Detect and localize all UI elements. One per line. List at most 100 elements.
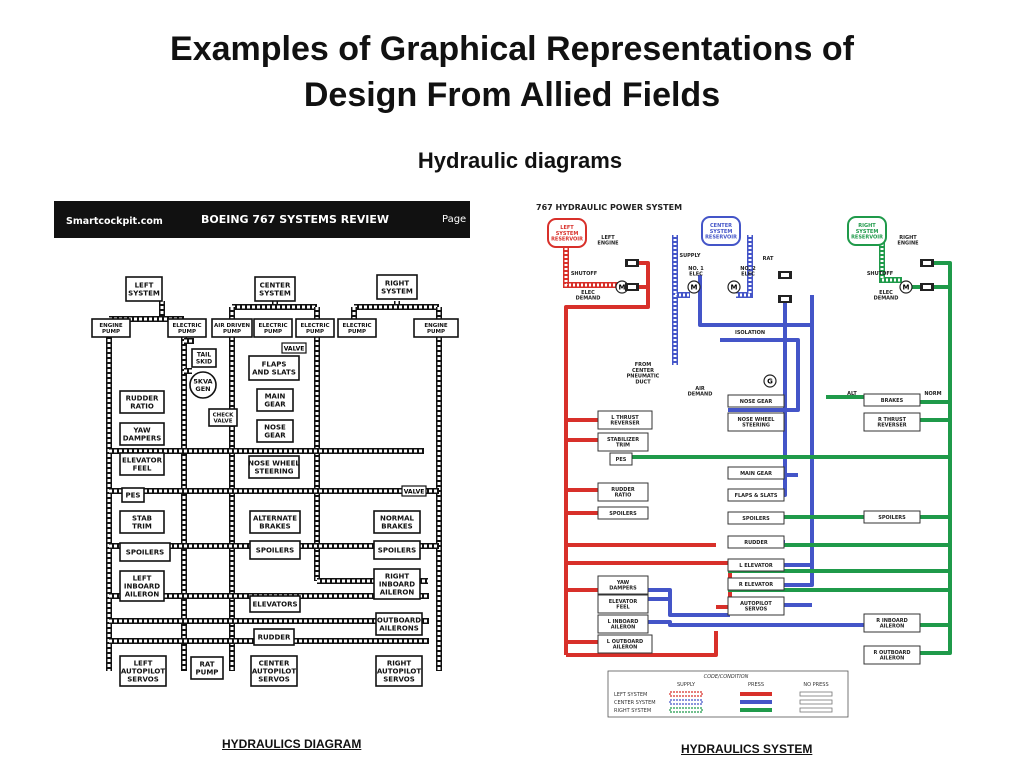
box-frame xyxy=(167,318,207,338)
box-frame xyxy=(597,506,649,520)
box-frame xyxy=(119,542,171,562)
legend-nopress-swatch xyxy=(799,699,833,705)
motor-label: M xyxy=(619,284,626,292)
box-spoilers-l: SPOILERS xyxy=(119,542,171,562)
legend-nopress-swatch xyxy=(799,707,833,713)
rat-label: RAT xyxy=(763,256,774,262)
box-frame xyxy=(373,540,421,560)
left-supply-hatch xyxy=(564,240,618,287)
box-frame xyxy=(191,348,217,368)
box-frame xyxy=(254,276,296,302)
box-frame xyxy=(250,655,298,687)
box-frame xyxy=(190,656,224,680)
box-frame xyxy=(597,410,653,430)
box-label: BRAKES xyxy=(881,398,904,404)
box-pes: PES xyxy=(121,487,145,503)
box-frame xyxy=(727,412,785,432)
slide-title-line2: Design From Allied Fields xyxy=(303,76,721,114)
slide-title-line1: Examples of Graphical Representations of xyxy=(170,30,854,68)
box-frame xyxy=(211,318,253,338)
center-pump-b xyxy=(778,295,792,303)
box-frame xyxy=(727,466,785,480)
legend-col-0: SUPPLY xyxy=(677,682,696,688)
left-bottom xyxy=(566,631,718,657)
pump-core xyxy=(781,297,789,301)
box-frame xyxy=(863,645,921,665)
right-shutoff-label: SHUTOFF xyxy=(867,271,893,277)
legend-row-1: CENTER SYSTEM xyxy=(614,700,656,706)
left-shutoff-label: SHUTOFF xyxy=(571,271,597,277)
supply-label: SUPPLY xyxy=(679,253,700,259)
legend-row-0: LEFT SYSTEM xyxy=(614,692,647,698)
center-motor-1: M xyxy=(687,280,701,294)
motor-label: M xyxy=(731,284,738,292)
box-frame xyxy=(597,614,649,634)
hydraulics-system-caption: HYDRAULICS SYSTEM xyxy=(681,742,813,756)
box-frame xyxy=(119,510,165,534)
legend-press-swatch xyxy=(740,708,772,712)
center-motor-2: M xyxy=(727,280,741,294)
valve-frame xyxy=(281,342,307,354)
valve-center: VALVE xyxy=(281,342,307,354)
legend-col-2: NO PRESS xyxy=(803,682,828,688)
center-nose xyxy=(720,338,800,412)
reservoir-frame xyxy=(847,216,887,246)
motor-circle xyxy=(687,280,701,294)
right-supply-hatch xyxy=(880,240,902,282)
motor-circle xyxy=(899,280,913,294)
box-frame xyxy=(119,452,165,476)
pump-core xyxy=(923,261,931,265)
box-label: MAIN GEAR xyxy=(740,471,772,477)
legend-supply-swatch xyxy=(669,707,703,713)
box-frame xyxy=(249,595,301,613)
header-site: Smartcockpit.com xyxy=(66,216,163,227)
motor-label: G xyxy=(767,378,773,386)
center-air-generator: G xyxy=(763,374,777,388)
box-rudder: RUDDER xyxy=(253,628,295,646)
box-label: ELEVATORS xyxy=(253,600,298,608)
box-frame xyxy=(376,274,418,300)
valve-label: VALVE xyxy=(284,346,305,353)
box-frame xyxy=(119,655,167,687)
box-frame xyxy=(373,510,421,534)
hydraulics-diagram-caption: HYDRAULICS DIAGRAM xyxy=(222,737,362,751)
box-frame xyxy=(208,408,238,427)
box-frame xyxy=(375,655,423,687)
motor-circle xyxy=(727,280,741,294)
box-label: SPOILERS xyxy=(742,516,770,522)
box-frame xyxy=(863,510,921,524)
